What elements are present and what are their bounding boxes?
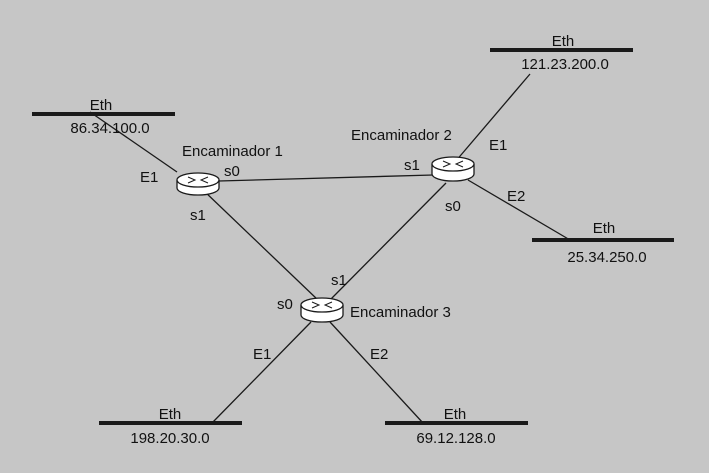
network-address-label: 198.20.30.0	[130, 430, 209, 447]
interface-label: E1	[253, 346, 271, 363]
network-type-label: Eth	[593, 220, 616, 237]
router-icon	[300, 297, 344, 323]
interface-label: s1	[331, 272, 347, 289]
link-r1-r2	[218, 174, 434, 182]
network-type-label: Eth	[159, 406, 182, 423]
network-net-25: Eth 25.34.250.0	[532, 220, 674, 266]
interface-label: s1	[190, 207, 206, 224]
interface-label: s0	[277, 296, 293, 313]
interface-label: E1	[140, 169, 158, 186]
link-r2-net25	[467, 179, 571, 241]
links	[89, 73, 571, 424]
interface-label: E2	[370, 346, 388, 363]
interface-label: E1	[489, 137, 507, 154]
router-icon	[176, 172, 220, 196]
router-name-r1: Encaminador 1	[182, 143, 283, 160]
router-name-r3: Encaminador 3	[350, 304, 451, 321]
link-r1-r3	[202, 189, 319, 301]
network-address-label: 121.23.200.0	[521, 56, 609, 73]
router-icon	[431, 156, 475, 182]
interface-label: s1	[404, 157, 420, 174]
network-address-label: 86.34.100.0	[70, 120, 149, 137]
network-net-86: Eth 86.34.100.0	[32, 97, 175, 137]
router-r2	[431, 156, 475, 182]
network-type-label: Eth	[552, 33, 575, 50]
interface-label: s0	[224, 163, 240, 180]
interface-labels: s0 s1 s1 s0 s0 s1 E1 E1 E2 E1 E2	[140, 137, 525, 363]
link-r3-net69	[329, 321, 424, 424]
router-name-r2: Encaminador 2	[351, 127, 452, 144]
network-type-label: Eth	[90, 97, 113, 114]
network-address-label: 25.34.250.0	[567, 249, 646, 266]
link-r3-net198	[211, 321, 312, 424]
network-net-121: Eth 121.23.200.0	[490, 33, 633, 73]
network-net-69: Eth 69.12.128.0	[385, 406, 528, 447]
router-r3	[300, 297, 344, 323]
router-r1	[176, 172, 220, 196]
link-r1-net86	[89, 111, 178, 173]
link-r2-net121	[454, 73, 531, 163]
network-type-label: Eth	[444, 406, 467, 423]
network-net-198: Eth 198.20.30.0	[99, 406, 242, 447]
interface-label: E2	[507, 188, 525, 205]
network-address-label: 69.12.128.0	[416, 430, 495, 447]
interface-label: s0	[445, 198, 461, 215]
link-r2-r3	[329, 182, 447, 301]
